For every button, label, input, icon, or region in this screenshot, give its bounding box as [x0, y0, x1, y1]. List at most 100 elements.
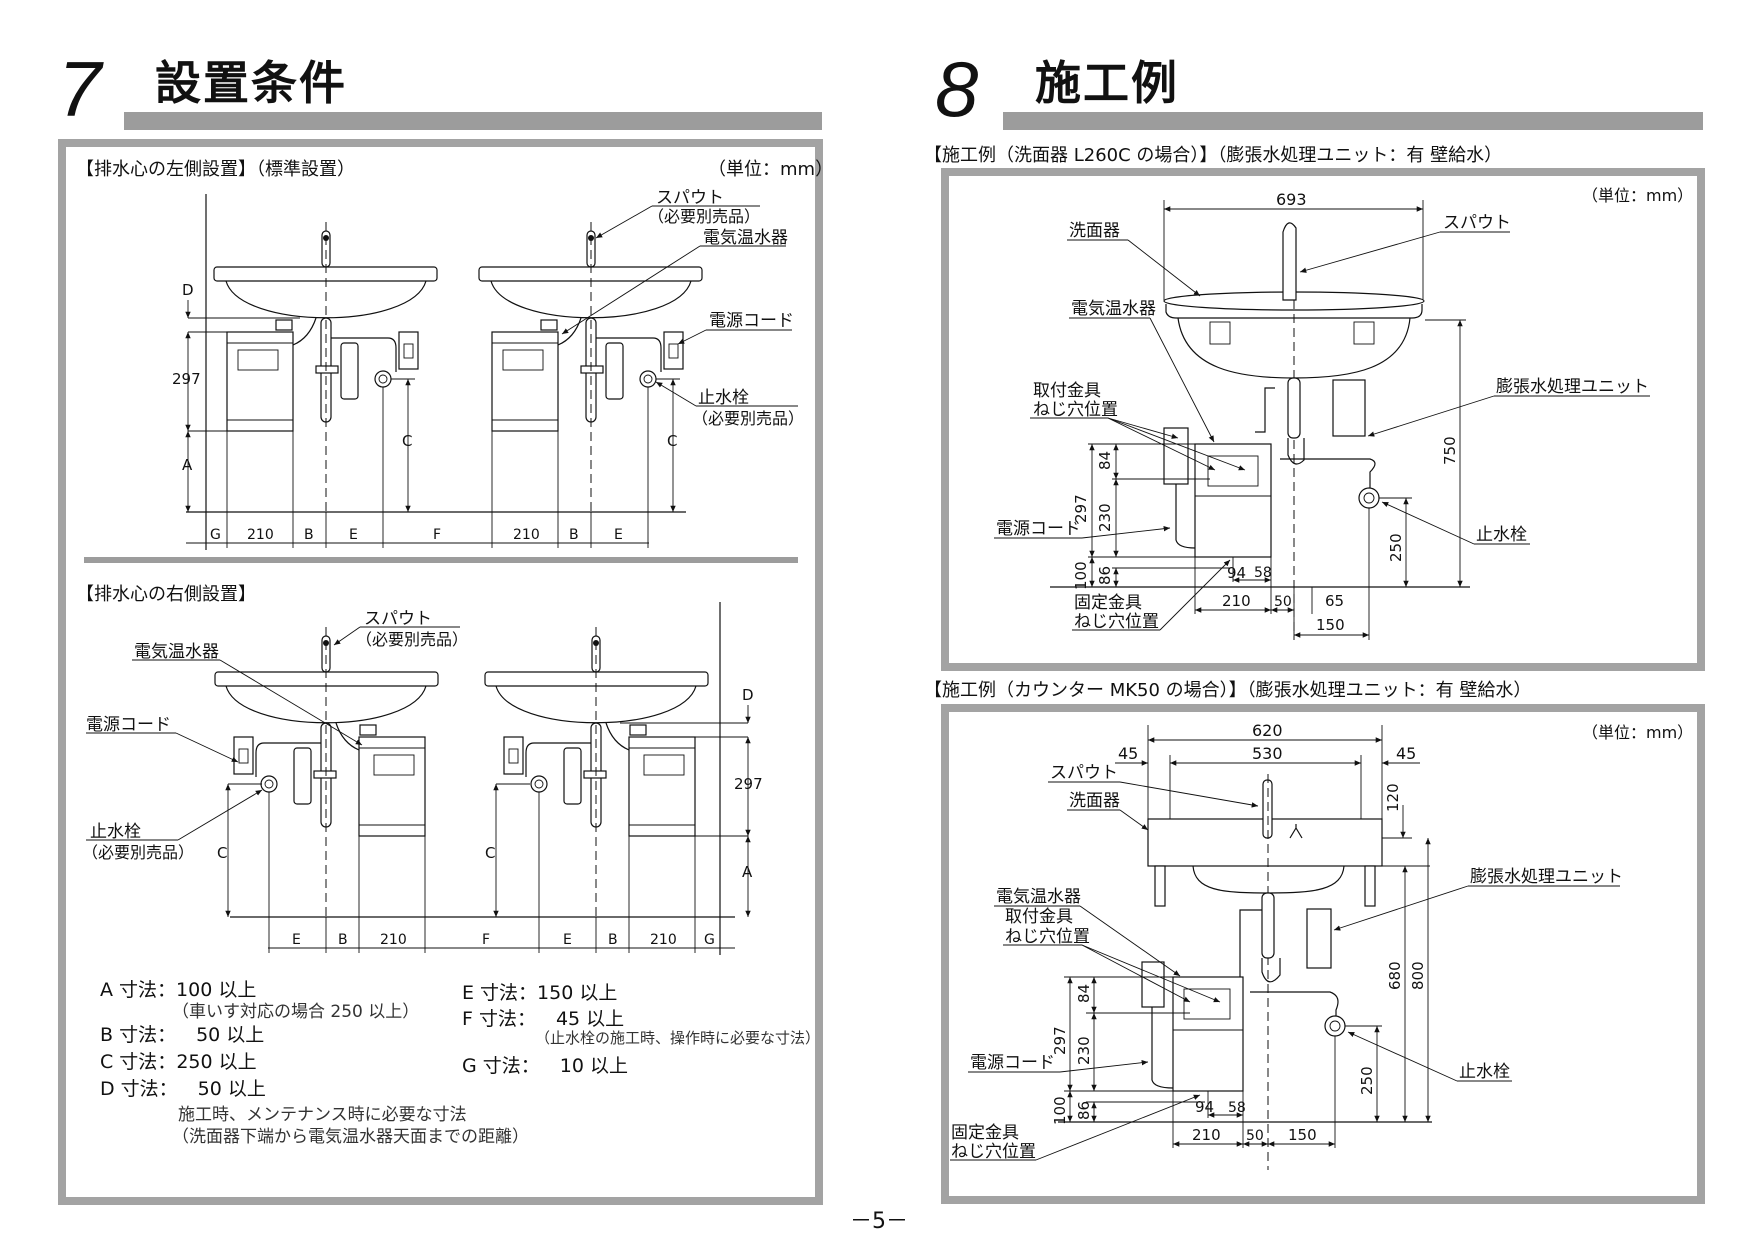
dim-250: 250	[1387, 533, 1405, 562]
left-install-diagram: D 297 A C C G 210 B E F 210 B E スパウト （必要…	[172, 188, 804, 550]
note-d-sub2: （洗面器下端から電気温水器天面までの距離）	[172, 1127, 529, 1147]
note-f-label: F 寸法：	[462, 1008, 536, 1030]
heater-label: 電気温水器	[996, 887, 1081, 907]
dim-150: 150	[1316, 616, 1345, 634]
valve-note: （必要別売品）	[692, 409, 804, 428]
dim-100: 100	[1051, 1096, 1069, 1125]
dim-e: E	[292, 932, 301, 948]
valve-label: 止水栓	[1476, 525, 1527, 545]
dim-84: 84	[1075, 984, 1093, 1003]
dim-693: 693	[1276, 190, 1307, 209]
mount-label-1: 取付金具	[1005, 907, 1073, 927]
note-f-value: 45 以上	[555, 1008, 625, 1030]
dim-680: 680	[1386, 961, 1404, 990]
dim-f: F	[433, 527, 441, 543]
dim-210: 210	[380, 932, 407, 948]
dim-84: 84	[1096, 451, 1114, 470]
section-7-title-bar	[124, 112, 822, 130]
dim-210: 210	[1222, 592, 1251, 610]
unit-label: （単位：mm）	[1582, 186, 1693, 205]
dim-297: 297	[172, 370, 201, 388]
cord-label: 電源コード	[86, 715, 171, 735]
dim-b: B	[569, 527, 579, 543]
dim-150: 150	[1288, 1126, 1317, 1144]
dim-e: E	[563, 932, 572, 948]
dim-210: 210	[247, 527, 274, 543]
dim-297: 297	[734, 775, 763, 793]
dim-e: E	[614, 527, 623, 543]
dim-230: 230	[1096, 503, 1114, 532]
dim-g: G	[210, 527, 221, 543]
section-8-title-bar	[1003, 112, 1703, 130]
page-number: －5－	[850, 1209, 908, 1234]
expansion-unit-label: 膨張水処理ユニット	[1470, 867, 1623, 887]
cord-label: 電源コード	[970, 1053, 1055, 1073]
dim-c: C	[217, 844, 227, 862]
heater-label: 電気温水器	[703, 228, 788, 248]
note-e-value: 150 以上	[537, 982, 618, 1004]
dim-b: B	[338, 932, 348, 948]
unit-label: （単位：mm）	[708, 159, 834, 180]
heater-label: 電気温水器	[1071, 299, 1156, 319]
dim-250: 250	[1358, 1066, 1376, 1095]
fix-label-1: 固定金具	[1074, 593, 1142, 613]
dim-210: 210	[650, 932, 677, 948]
dim-297: 297	[1051, 1026, 1069, 1055]
example-1-diagram: （単位：mm） 693 84 297 230 100 86 75	[994, 186, 1693, 640]
dim-a: A	[742, 863, 753, 881]
note-d-value: 50 以上	[197, 1078, 266, 1100]
note-a-sub: （車いす対応の場合 250 以上）	[172, 1002, 420, 1022]
heater-label: 電気温水器	[134, 642, 219, 662]
dim-b: B	[608, 932, 618, 948]
dim-45-left: 45	[1118, 744, 1138, 763]
right-install-diagram: D 297 A C C E B 210 F E B 210 G スパウト （必要…	[82, 602, 763, 955]
dim-620: 620	[1252, 721, 1283, 740]
basin-label: 洗面器	[1069, 791, 1120, 811]
dim-58: 58	[1228, 1100, 1246, 1116]
fix-label-1: 固定金具	[951, 1123, 1019, 1143]
section-8-number: 8	[935, 45, 979, 133]
dim-g: G	[704, 932, 715, 948]
example-1-caption: 【施工例（洗面器 L260C の場合）】（膨張水処理ユニット：有 壁給水）	[924, 145, 1503, 166]
spout-note: （必要別売品）	[648, 207, 760, 226]
dim-58: 58	[1254, 565, 1272, 581]
mount-label-2: ねじ穴位置	[1005, 927, 1090, 947]
dim-86: 86	[1096, 566, 1114, 585]
note-c-value: 250 以上	[176, 1051, 257, 1073]
spout-note: （必要別売品）	[356, 630, 468, 649]
panel-divider	[84, 557, 798, 563]
mount-label-1: 取付金具	[1033, 381, 1101, 401]
dim-120: 120	[1384, 783, 1402, 812]
spout-label: スパウト	[364, 609, 432, 629]
note-f-sub: （止水栓の施工時、操作時に必要な寸法）	[535, 1029, 821, 1047]
cord-label: 電源コード	[709, 311, 794, 331]
valve-label: 止水栓	[1459, 1062, 1510, 1082]
example-2-caption: 【施工例（カウンター MK50 の場合）】（膨張水処理ユニット：有 壁給水）	[924, 680, 1532, 701]
dim-a: A	[182, 456, 193, 474]
valve-label: 止水栓	[698, 388, 749, 408]
dim-b: B	[304, 527, 314, 543]
fix-label-2: ねじ穴位置	[951, 1142, 1036, 1162]
dim-297: 297	[1072, 494, 1090, 523]
spout-label: スパウト	[656, 188, 724, 208]
expansion-unit-label: 膨張水処理ユニット	[1496, 377, 1649, 397]
dim-210: 210	[1192, 1126, 1221, 1144]
note-c-label: C 寸法：	[100, 1051, 177, 1073]
example-2-diagram: （単位：mm） 620 45 530 45 120 680 800	[950, 721, 1693, 1170]
left-install-caption: 【排水心の左側設置】（標準設置）	[76, 159, 355, 180]
note-b-label: B 寸法：	[100, 1024, 177, 1046]
dim-f: F	[482, 932, 490, 948]
dim-800: 800	[1409, 961, 1427, 990]
note-a-value: 100 以上	[176, 979, 257, 1001]
note-b-value: 50 以上	[196, 1024, 265, 1046]
mount-label-2: ねじ穴位置	[1033, 400, 1118, 420]
unit-label: （単位：mm）	[1582, 723, 1693, 742]
dim-530: 530	[1252, 744, 1283, 763]
dim-94: 94	[1227, 564, 1246, 582]
dim-c: C	[485, 844, 495, 862]
note-e-label: E 寸法：	[462, 982, 538, 1004]
valve-label: 止水栓	[90, 822, 141, 842]
dim-65: 65	[1325, 592, 1344, 610]
valve-note: （必要別売品）	[82, 843, 194, 862]
